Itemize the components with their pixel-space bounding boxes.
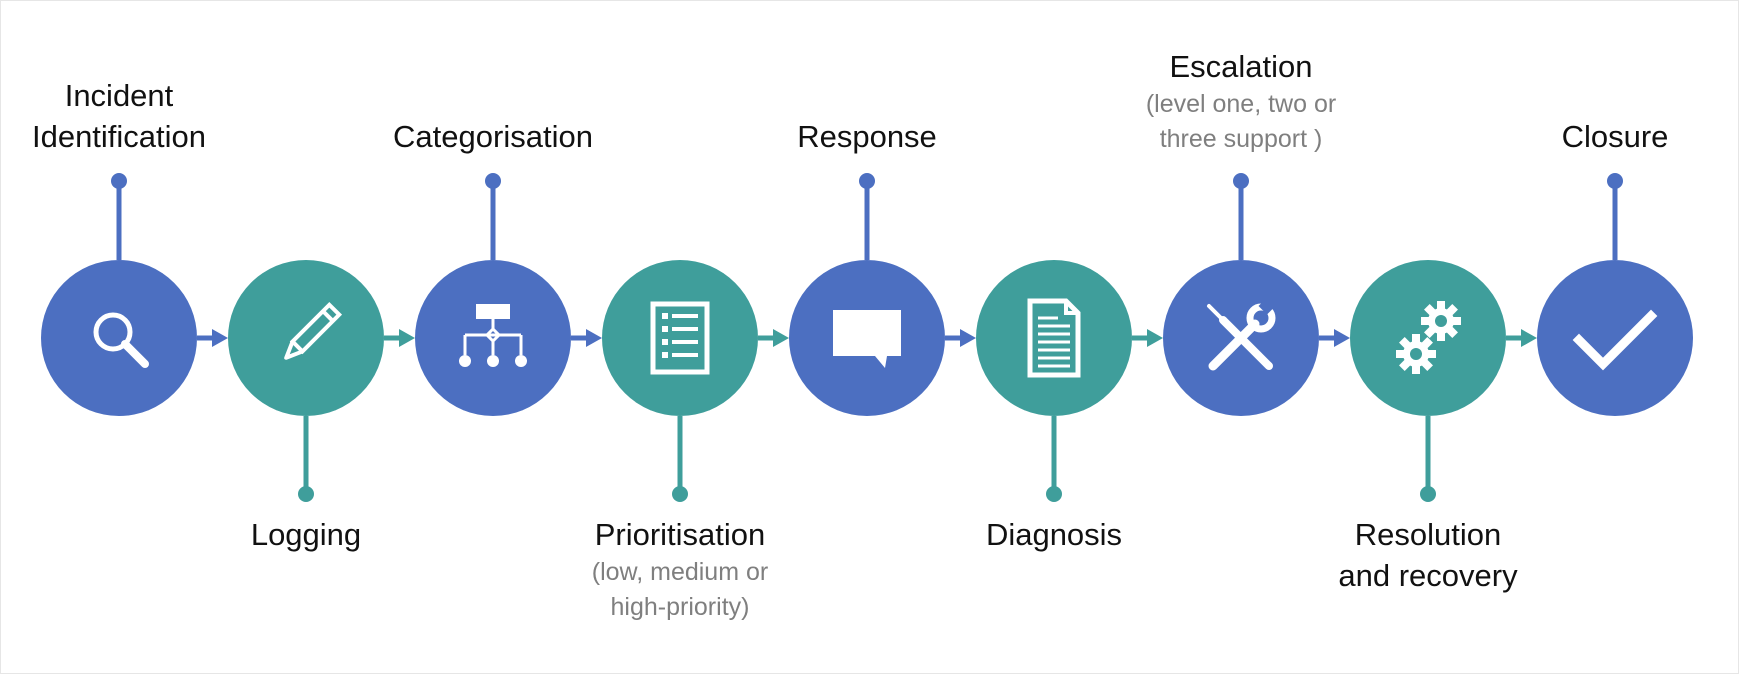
speech-bubble-icon (833, 310, 901, 368)
step-title: Diagnosis (985, 517, 1123, 552)
connector-dot (1046, 486, 1062, 502)
step-title: Response (797, 119, 937, 154)
step-title: Incident Identification (31, 78, 207, 154)
step-label: Categorisation (343, 116, 643, 157)
tools-icon (1207, 297, 1276, 371)
magnifier-icon (93, 312, 149, 368)
step-title: Closure (1561, 119, 1669, 154)
step-subtitle: (low, medium or high-priority) (591, 558, 769, 621)
connector-dot (1420, 486, 1436, 502)
step-title: Resolution and recovery (1338, 517, 1518, 593)
connector-dot (485, 173, 501, 189)
step-subtitle: (level one, two or three support ) (1145, 90, 1337, 153)
connector-dot (1607, 173, 1623, 189)
step-label: Response (717, 116, 1017, 157)
step-title: Logging (250, 517, 362, 552)
pencil-icon (284, 301, 343, 360)
flow-arrow (1132, 329, 1163, 347)
step-label: Escalation (level one, two or three suppo… (1091, 46, 1391, 157)
gears-icon (1396, 301, 1461, 374)
step-circle (1537, 260, 1693, 416)
step-circle (415, 260, 571, 416)
flow-arrow (1506, 329, 1537, 347)
connector-dot (859, 173, 875, 189)
hierarchy-icon (459, 304, 527, 367)
step-circle (41, 260, 197, 416)
connector-dot (111, 173, 127, 189)
connector-dot (1233, 173, 1249, 189)
connector-dot (298, 486, 314, 502)
step-label: Resolution and recovery (1278, 514, 1578, 596)
flow-arrow (571, 329, 602, 347)
step-label: Prioritisation (low, medium or high-prior… (530, 514, 830, 625)
step-label: Diagnosis (904, 514, 1204, 555)
flow-arrow (1319, 329, 1350, 347)
flow-arrow (384, 329, 415, 347)
step-circle (228, 260, 384, 416)
step-label: Closure (1465, 116, 1739, 157)
step-label: Incident Identification (0, 75, 269, 157)
flow-arrow (197, 329, 228, 347)
document-icon (1027, 298, 1081, 378)
step-circle (976, 260, 1132, 416)
flow-arrow (758, 329, 789, 347)
checklist-icon (650, 301, 710, 375)
checkmark-icon (1572, 309, 1658, 371)
step-label: Logging (156, 514, 456, 555)
flow-arrow (945, 329, 976, 347)
step-circle (602, 260, 758, 416)
connector-dot (672, 486, 688, 502)
step-title: Categorisation (393, 119, 593, 154)
step-title: Escalation (1169, 49, 1313, 84)
step-title: Prioritisation (594, 517, 766, 552)
